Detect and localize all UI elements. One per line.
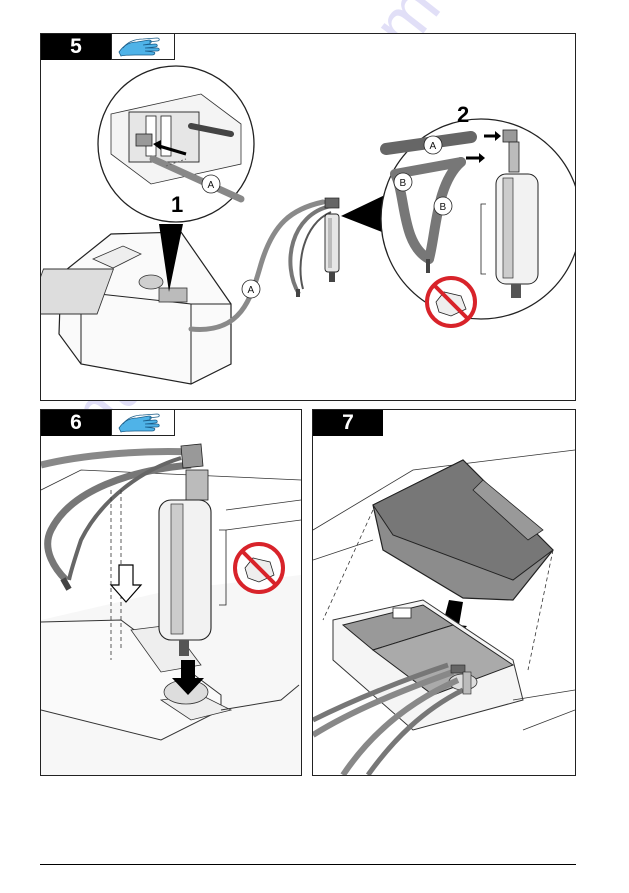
prohibition-icon (427, 278, 475, 326)
callout-b-zoom-2: B (440, 202, 447, 213)
cover-lid (373, 460, 553, 600)
down-arrow-1 (111, 565, 141, 602)
callout-b-zoom-1: B (400, 178, 407, 189)
instrument-body (41, 232, 231, 384)
step-5-panel: 5 (40, 33, 576, 401)
callout-a-zoom: A (430, 141, 437, 152)
step-5-illustration: A 1 A (41, 34, 575, 400)
footer-rule (40, 864, 576, 865)
step-7-panel: 7 (312, 409, 576, 776)
zoom-pointer-2 (341, 194, 387, 234)
callout-a-detail-label: A (208, 180, 215, 191)
filter-assembly (325, 198, 339, 282)
callout-a-main: A (248, 285, 255, 296)
step-6-illustration (41, 410, 301, 775)
prohibition-icon (235, 544, 283, 592)
step-7-illustration (313, 410, 575, 775)
substep-2: 2 (457, 102, 469, 127)
substep-1: 1 (171, 192, 183, 217)
zoom-detail-2 (381, 119, 575, 319)
step-6-panel: 6 (40, 409, 302, 776)
